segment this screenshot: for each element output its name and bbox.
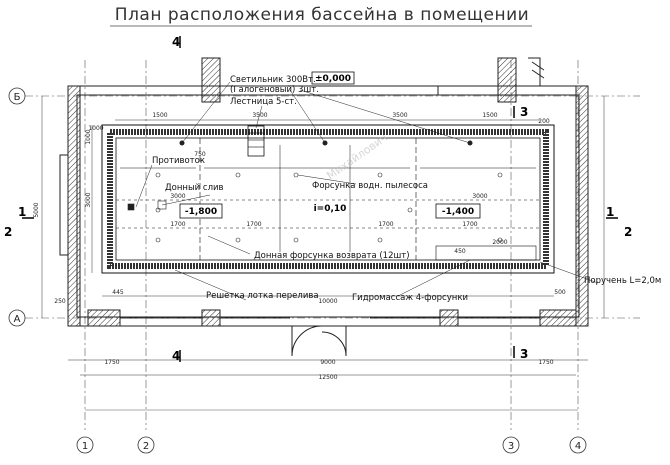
axis-1: 1 (82, 441, 88, 452)
dim-3000-b: 3000 (472, 193, 487, 200)
axis-4: 4 (575, 441, 581, 452)
watermark: Михайлович (324, 131, 390, 182)
dim-1750-right: 1750 (538, 359, 553, 366)
label-drain: Донный слив (165, 183, 224, 193)
section-1-right: 1 (606, 205, 614, 219)
dim-1000: 1000 (88, 125, 103, 132)
section-2-right: 2 (624, 225, 632, 239)
dim-12500: 12500 (318, 374, 337, 381)
label-hydromassage: Гидромассаж 4-форсунки (352, 293, 468, 303)
section-3-top: 3 (520, 105, 528, 119)
label-lights: Светильник 300Вт. (230, 75, 316, 85)
dim-1500-left: 1500 (152, 112, 167, 119)
label-counterflow: Противоток (152, 156, 205, 166)
label-handrail: Поручень L=2,0м (584, 276, 661, 286)
section-1-left: 1 (18, 205, 26, 219)
section-4-bottom: 4 (172, 349, 180, 363)
dim-1000-v: 1000 (85, 129, 92, 144)
label-overflow-grid: Решетка лотка перелива (206, 291, 319, 301)
axis-b: Б (14, 92, 21, 103)
dim-1700-c: 1700 (378, 221, 393, 228)
dimension-lines (41, 96, 605, 376)
dim-1500-right: 1500 (482, 112, 497, 119)
dim-10000: 10000 (318, 298, 337, 305)
dim-445: 445 (112, 289, 124, 296)
dim-200: 200 (538, 118, 550, 125)
dim-1700-a: 1700 (170, 221, 185, 228)
dim-1700-d: 1700 (462, 221, 477, 228)
level-slope: i=0,10 (314, 204, 347, 214)
section-2-left: 2 (4, 225, 12, 239)
dim-9000: 9000 (320, 359, 335, 366)
axis-2: 2 (143, 441, 149, 452)
dim-250: 250 (54, 298, 66, 305)
dim-1700-b: 1700 (246, 221, 261, 228)
dim-2000: 2000 (492, 239, 507, 246)
label-vacuum: Форсунка водн. пылесоса (312, 181, 428, 191)
section-3-bottom: 3 (520, 347, 528, 361)
dim-500: 500 (554, 289, 566, 296)
axis-markers (8, 87, 587, 454)
section-markers (22, 36, 618, 362)
level-shallow: -1,800 (185, 207, 217, 217)
label-return-jets: Донная форсунка возврата (12шт) (254, 251, 410, 261)
dim-5000: 5000 (33, 202, 40, 217)
dim-3500-left: 3500 (252, 112, 267, 119)
label-ladder: Лестница 5-ст. (230, 97, 297, 107)
dim-1750-left: 1750 (104, 359, 119, 366)
dim-3000-a: 3000 (170, 193, 185, 200)
section-4-top: 4 (172, 35, 180, 49)
label-lights-2: (Галогеновый) 3шт. (230, 85, 319, 95)
axis-3: 3 (508, 441, 514, 452)
light-fixtures (179, 140, 473, 146)
level-top: ±0,000 (315, 74, 351, 84)
plan-title: План расположения бассейна в помещении (115, 5, 529, 25)
dim-750: 750 (194, 151, 206, 158)
leader-lines (135, 81, 599, 301)
axis-a: А (14, 314, 21, 325)
pool-basin (101, 124, 555, 274)
dim-3000-v: 3000 (85, 192, 92, 207)
return-jets (127, 172, 503, 243)
dim-450: 450 (454, 248, 466, 255)
level-deep: -1,400 (442, 207, 474, 217)
building-walls (59, 57, 589, 357)
grid-axes (25, 60, 640, 430)
dim-3500-right: 3500 (392, 112, 407, 119)
